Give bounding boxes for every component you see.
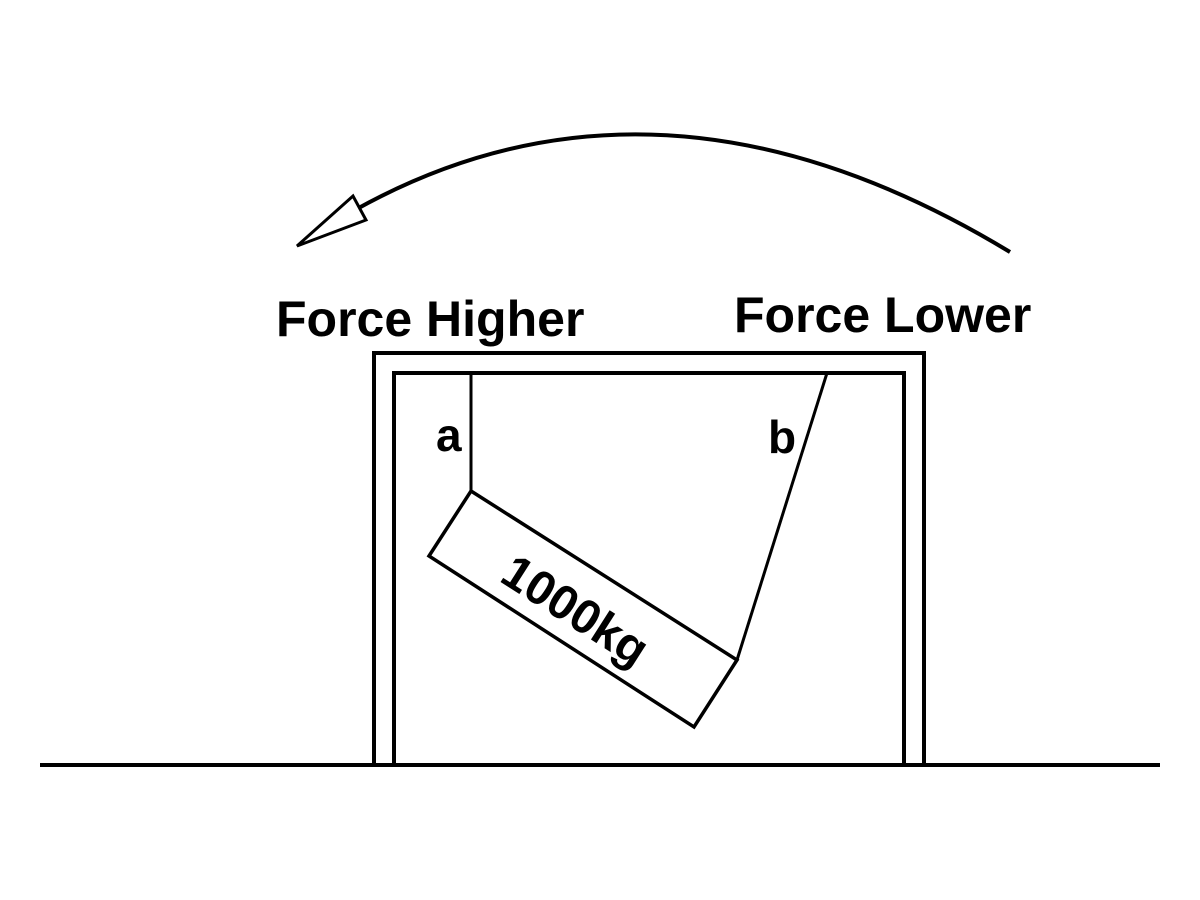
curved-arrow	[354, 132, 1012, 254]
point-b-label: b	[768, 411, 796, 463]
frame-inner	[392, 371, 906, 767]
rope-b	[735, 372, 829, 661]
curved-arrow-left-icon	[296, 193, 369, 248]
point-a-label: a	[436, 409, 462, 461]
mass-block	[426, 488, 740, 730]
force-higher-label: Force Higher	[276, 291, 584, 347]
force-lower-label: Force Lower	[734, 287, 1031, 343]
